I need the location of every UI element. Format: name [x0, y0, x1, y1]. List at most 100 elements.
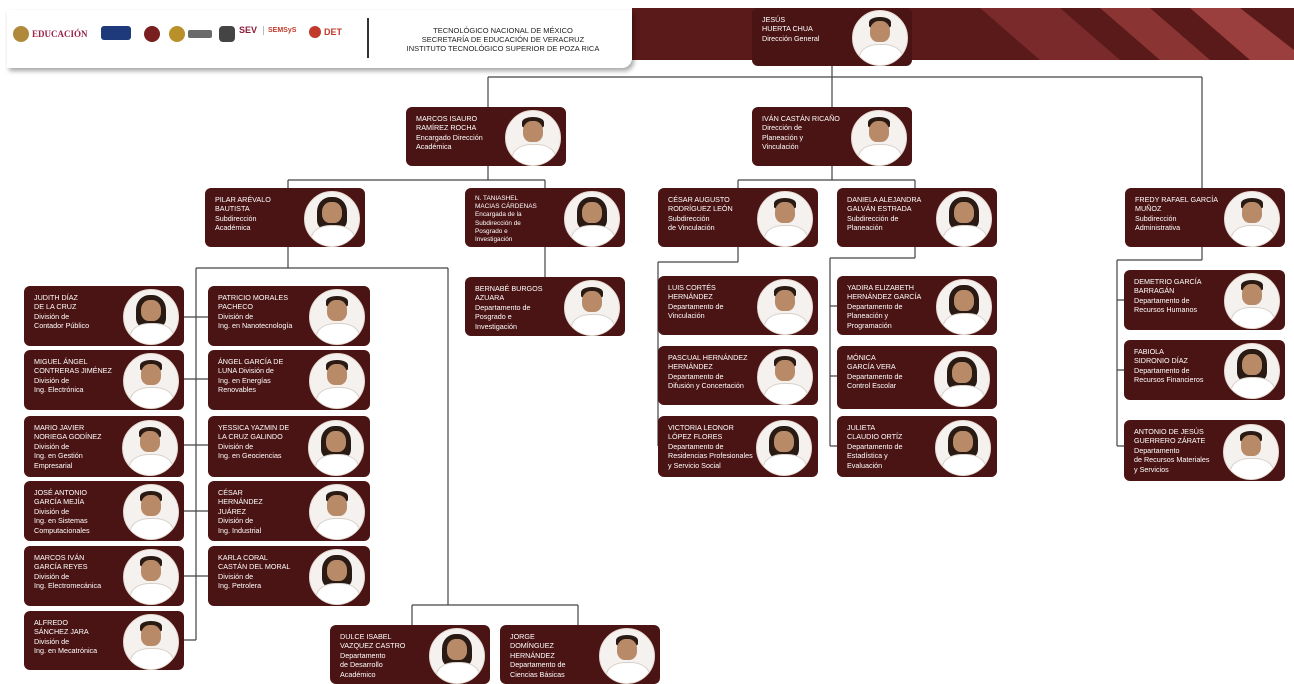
- person-role: y Servicios: [1134, 464, 1169, 474]
- semsys-logo-icon: SEMSyS: [263, 26, 296, 35]
- institution-header: EDUCACIÓN SEV SEMSyS DET TECNOLÓGICO NAC…: [7, 10, 632, 68]
- logo-educacion: EDUCACIÓN: [13, 26, 88, 42]
- person-photo-icon: [309, 484, 365, 540]
- person-name: MACIAS CÁRDENAS: [475, 203, 537, 211]
- person-photo-icon: [429, 628, 485, 684]
- person-name: BARRAGÁN: [1134, 286, 1175, 296]
- person-name: GARCÍA REYES: [34, 562, 88, 572]
- person-name: SIDRONIO DÍAZ: [1134, 356, 1188, 366]
- person-role: Encargado Dirección: [416, 132, 483, 142]
- institution-title: TECNOLÓGICO NACIONAL DE MÉXICO SECRETARÍ…: [406, 26, 600, 53]
- tecnm-logo-icon: [101, 26, 131, 40]
- person-name: BAUTISTA: [215, 204, 250, 214]
- person-role: División de: [34, 375, 70, 385]
- person-role: Estadística y: [847, 451, 888, 461]
- person-name: AZUARA: [475, 293, 505, 303]
- person-name: ÁNGEL GARCÍA DE: [218, 357, 284, 366]
- person-photo-icon: [304, 191, 360, 247]
- person-role: Residencias Profesionales: [668, 451, 753, 461]
- person-role: Académica: [416, 142, 452, 152]
- person-name: VICTORIA LEONOR: [668, 423, 734, 432]
- person-photo-icon: [1224, 343, 1280, 399]
- person-name: VAZQUEZ CASTRO: [340, 641, 406, 651]
- person-name: CÉSAR AUGUSTO: [668, 195, 730, 204]
- person-role: Subdirección de: [847, 213, 899, 223]
- person-name: JESÚS: [762, 15, 786, 24]
- person-role: Departamento: [340, 650, 386, 660]
- person-role: Dirección General: [762, 33, 820, 43]
- person-role: Programación: [847, 320, 892, 330]
- person-name: HERNÁNDEZ: [510, 650, 555, 660]
- connectors: [184, 66, 1203, 641]
- person-photo-icon: [564, 280, 620, 336]
- person-role: Administrativa: [1135, 223, 1181, 233]
- mexico-seal-icon: [13, 26, 29, 42]
- person-role: Planeación y: [847, 311, 889, 321]
- person-role: Académica: [215, 223, 251, 233]
- person-role: Posgrado e: [475, 312, 512, 322]
- person-name: JUDITH DÍAZ: [34, 293, 78, 302]
- person-name: SÁNCHEZ JARA: [34, 627, 89, 637]
- person-name: ALFREDO: [34, 618, 68, 627]
- person-role: Ing. Industrial: [218, 525, 262, 535]
- person-photo-icon: [309, 289, 365, 345]
- header-divider: [367, 18, 369, 58]
- person-role: Subdirección: [668, 213, 710, 223]
- person-role: Dirección de: [762, 123, 802, 133]
- header-band-stripe: [1100, 8, 1210, 60]
- person-role: Investigación: [475, 321, 517, 331]
- person-role: Vinculación: [762, 142, 799, 152]
- person-name: KARLA CORAL: [218, 553, 268, 562]
- person-photo-icon: [308, 420, 364, 476]
- person-name: PILAR ARÉVALO: [215, 195, 271, 204]
- person-photo-icon: [1223, 424, 1279, 480]
- person-role: Contador Público: [34, 321, 90, 331]
- person-role: Difusión y Concertación: [668, 381, 744, 391]
- person-name: PACHECO: [218, 302, 254, 312]
- person-photo-icon: [123, 484, 179, 540]
- person-name: DULCE ISABEL: [340, 632, 392, 641]
- person-name: NORIEGA GODÍNEZ: [34, 432, 102, 442]
- person-role: Departamento de: [847, 301, 903, 311]
- person-role: Vinculación: [668, 311, 705, 321]
- person-role: Departamento de: [510, 660, 566, 670]
- person-name: RODRÍGUEZ LEÓN: [668, 204, 733, 214]
- person-name: BERNABÉ BURGOS: [475, 284, 543, 293]
- person-name: CONTRERAS JIMÉNEZ: [34, 366, 112, 376]
- person-name: CLAUDIO ORTÍZ: [847, 432, 903, 442]
- person-name: N. TANIASHEL: [475, 195, 519, 202]
- person-role: Departamento de: [668, 301, 724, 311]
